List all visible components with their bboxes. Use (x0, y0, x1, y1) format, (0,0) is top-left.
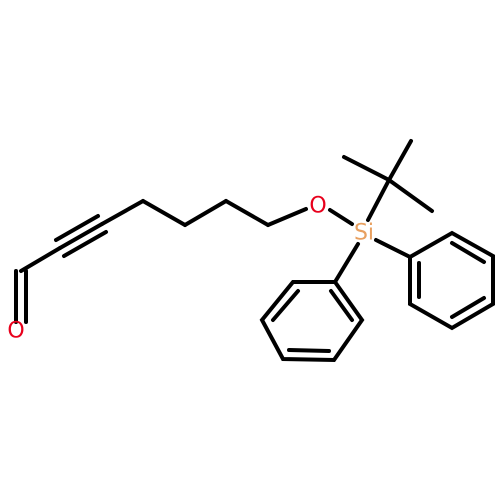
bond-tbutyl-methyl-right (387, 178, 434, 213)
bond-tbutyl-methyl-top (387, 139, 413, 182)
bonds (14, 139, 434, 324)
phenyl-left-inner-2 (287, 348, 331, 353)
bond-si-to-phenyl-left (333, 242, 360, 284)
bond-chain-3 (183, 199, 228, 227)
bond-oxygen-to-silicon (328, 208, 354, 226)
bond-chain-1 (100, 199, 145, 226)
phenyl-right-inner-1 (450, 241, 486, 264)
bond-si-to-tbutyl (366, 178, 391, 222)
bond-chain-to-oxygen (266, 207, 308, 227)
alkyne-triple-bond-1 (54, 214, 100, 242)
bond-cho-to-alkyne (19, 246, 62, 273)
atom-labels: O O Si (7, 194, 374, 344)
bond-chain-4 (224, 199, 270, 227)
phenyl-right-inner-2 (450, 296, 486, 319)
bond-si-to-phenyl-right (374, 238, 412, 259)
bond-tbutyl-methyl-left (342, 155, 391, 182)
phenyl-left-inner-3 (329, 289, 354, 322)
phenyl-ring-left (259, 280, 365, 363)
silicon-label: Si (354, 221, 374, 246)
ether-oxygen-label: O (309, 194, 326, 219)
phenyl-ring-right (408, 230, 495, 331)
phenyl-left-inner-1 (271, 289, 300, 322)
phenyl-right-hexagon (408, 230, 495, 331)
bond-chain-2 (141, 199, 187, 227)
phenyl-left-hexagon (259, 280, 365, 363)
aldehyde-oxygen-label: O (7, 319, 24, 344)
alkyne-triple-bond-2 (58, 222, 104, 250)
alkyne-triple-bond-3 (62, 230, 108, 258)
